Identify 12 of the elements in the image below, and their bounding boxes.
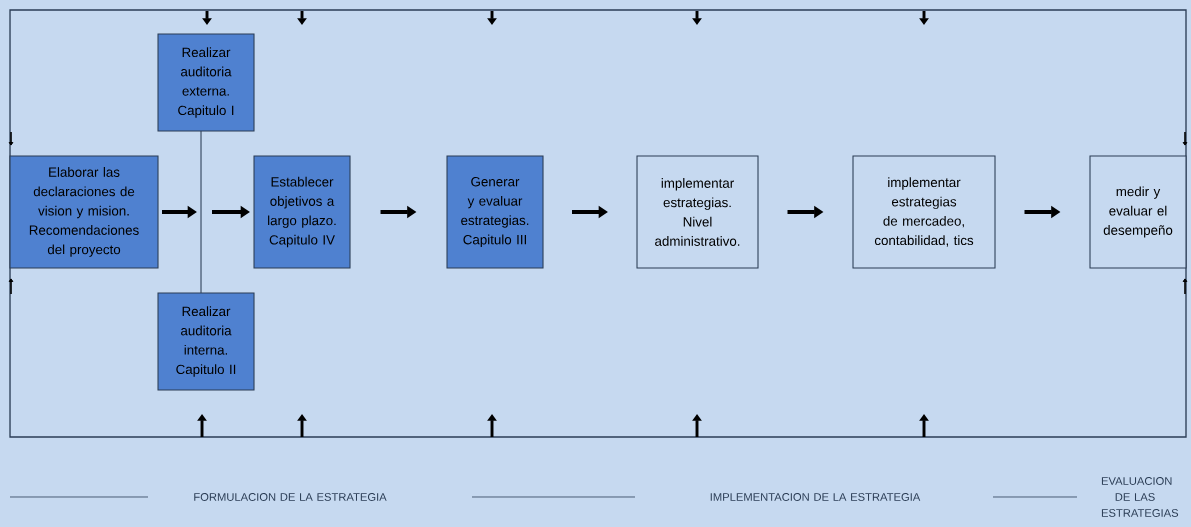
process-box: implementar estrategias de mercadeo, contabilidad, tics [852,155,996,269]
stage-label: IMPLEMENTACION DE LA ESTRATEGIA [710,493,921,501]
process-box: Realizar auditoria interna. Capitulo II [157,292,255,391]
process-box: Generar y evaluar estrategias. Capitulo III [446,155,544,269]
process-box: Establecer objetivos a largo plazo. Capitulo IV [253,155,351,269]
process-box: implementar estrategias. Nivel administrativo. [636,155,759,269]
process-box: medir y evaluar el desempeño [1089,155,1187,269]
process-box: Realizar auditoria externa. Capitulo I [157,33,255,132]
process-box: Elaborar las declaraciones de vision y mision. Recomendaciones del proyecto [9,155,159,269]
connector-line [200,130,202,294]
stage-label: FORMULACION DE LA ESTRATEGIA [194,493,387,501]
stage-label: EVALUACION DE LAS ESTRATEGIAS [1101,477,1179,517]
